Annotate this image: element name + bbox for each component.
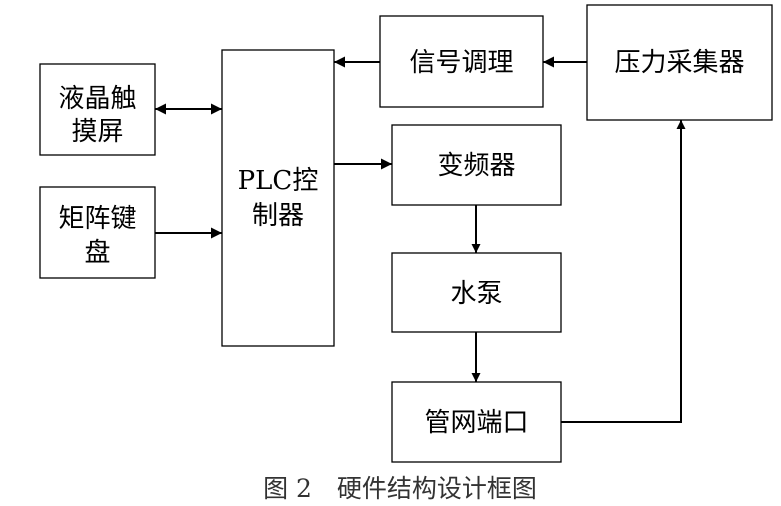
node-frequency-converter: 变频器 <box>391 124 562 206</box>
node-pressure-label: 压力采集器 <box>614 48 744 78</box>
connectors <box>155 56 686 423</box>
node-pump-label: 水泵 <box>450 279 502 309</box>
node-lcd-touchscreen: 液晶触 摸屏 <box>39 63 156 156</box>
node-pressure-collector: 压力采集器 <box>586 4 773 121</box>
node-plc-line-1: PLC控 <box>238 166 319 196</box>
node-matrix-keypad: 矩阵键 盘 <box>39 186 156 279</box>
node-port-label: 管网端口 <box>424 408 528 438</box>
node-lcd-line-2: 摸屏 <box>71 117 123 147</box>
figure-caption: 图 2 硬件结构设计框图 <box>263 474 537 503</box>
node-keypad-line-1: 矩阵键 <box>58 204 136 234</box>
node-lcd-line-1: 液晶触 <box>58 84 136 114</box>
node-vfd-label: 变频器 <box>437 151 515 181</box>
node-keypad-line-2: 盘 <box>84 238 110 268</box>
node-signal-label: 信号调理 <box>409 48 513 78</box>
node-plc-controller: PLC控 制器 <box>221 49 335 347</box>
node-plc-line-2: 制器 <box>252 201 304 231</box>
node-pipe-network-port: 管网端口 <box>391 381 562 463</box>
arrow-port-pressure <box>561 120 686 423</box>
node-signal-conditioning: 信号调理 <box>379 15 544 108</box>
node-water-pump: 水泵 <box>391 252 562 333</box>
